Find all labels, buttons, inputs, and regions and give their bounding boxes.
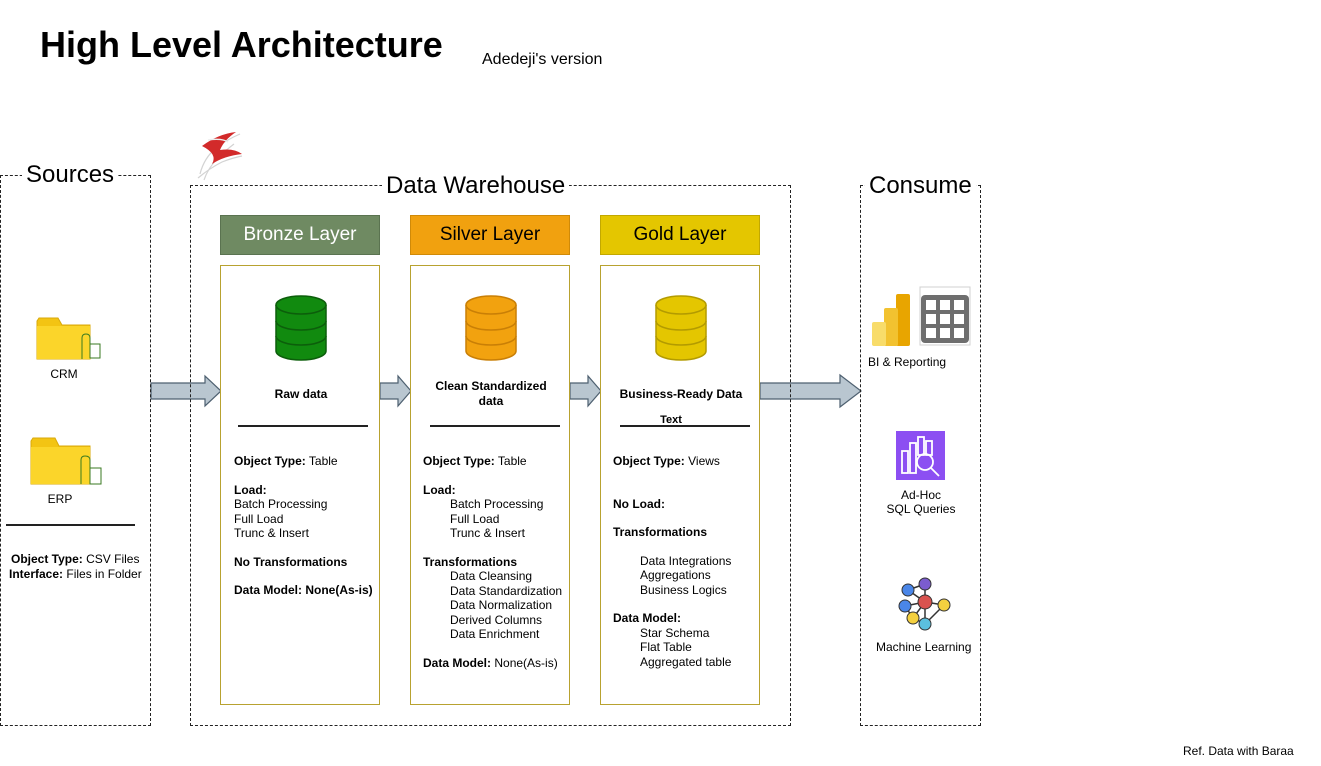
silver-layer-header: Silver Layer [410,215,570,255]
bronze-database-icon [274,295,328,361]
machine-learning-label: Machine Learning [876,640,972,654]
sources-object-type: Object Type: CSV Files [11,552,140,566]
bronze-divider [238,425,368,427]
table-grid-icon [918,285,972,347]
erp-label: ERP [47,492,73,506]
gold-layer-box: Business-Ready Data Text Object Type: Vi… [600,265,760,705]
arrow-bronze-to-silver [379,374,412,408]
reference-note: Ref. Data with Baraa [1183,744,1294,758]
sources-divider [6,524,135,526]
consume-label: Consume [865,172,976,200]
data-warehouse-label: Data Warehouse [382,172,570,200]
power-bi-icon [870,292,912,346]
silver-divider [430,425,560,427]
silver-caption: Clean Standardized data [435,379,547,408]
gold-database-icon [654,295,708,361]
adhoc-label: Ad-Hoc SQL Queries [886,488,956,516]
bi-reporting-label: BI & Reporting [868,355,947,369]
bronze-layer-box: Raw data Object Type: Table Load: Batch … [220,265,380,705]
sources-interface: Interface: Files in Folder [9,567,142,581]
bronze-details: Object Type: Table Load: Batch Processin… [234,454,373,597]
sources-label: Sources [22,161,119,189]
gold-caption: Business-Ready Data [619,387,743,401]
sql-server-icon [194,128,246,182]
page-title: High Level Architecture [40,24,443,65]
silver-details: Object Type: Table Load: Batch Processin… [423,454,563,670]
silver-database-icon [464,295,518,361]
bronze-layer-header: Bronze Layer [220,215,380,255]
machine-learning-icon [896,576,954,634]
gold-details: Object Type: Views No Load: Transformati… [613,454,732,669]
silver-layer-box: Clean Standardized data Object Type: Tab… [410,265,570,705]
crm-folder-icon [36,316,104,362]
gold-divider [620,425,750,427]
arrow-gold-to-consume [759,373,862,409]
arrow-silver-to-gold [569,374,602,408]
crm-label: CRM [50,367,78,381]
erp-folder-icon [30,436,104,488]
adhoc-query-icon [896,431,945,480]
arrow-sources-to-bronze [150,374,222,408]
bronze-caption: Raw data [274,387,328,401]
page-subtitle: Adedeji's version [482,51,603,68]
gold-caption-text: Text [660,414,682,426]
gold-layer-header: Gold Layer [600,215,760,255]
